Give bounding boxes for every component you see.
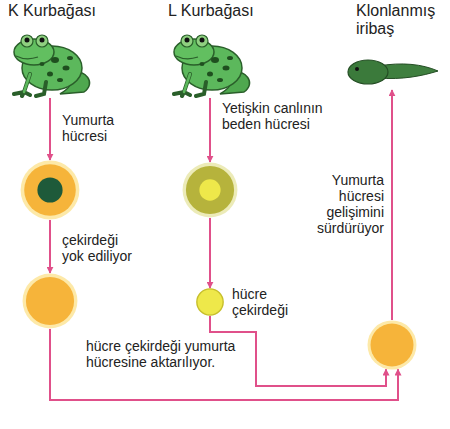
frog-l: L Kurbağası: [160, 2, 260, 98]
tadpole: Klonlanmış iribaş: [342, 2, 442, 90]
cell-picture: [182, 162, 238, 218]
process-arrow: [391, 90, 393, 320]
process-arrow: [49, 220, 51, 273]
organism-label: K Kurbağası: [0, 2, 100, 20]
clone-egg: [367, 320, 417, 370]
organism-label: Klonlanmış iribaş: [342, 2, 442, 38]
step-label: Yumurta hücresi gelişimini sürdürüyor: [292, 172, 384, 236]
frog-illustration: [0, 22, 100, 98]
cell-picture: [20, 160, 80, 220]
frog-illustration: [160, 22, 260, 98]
cell-picture: [22, 273, 78, 329]
enucleated-egg: [22, 273, 78, 329]
process-arrow: [209, 218, 211, 288]
process-arrow: [210, 316, 386, 386]
process-arrow: [209, 98, 211, 162]
cell-nucleus: hücre çekirdeği: [196, 288, 224, 316]
process-arrow: [50, 329, 398, 400]
step-label: Yetişkin canlının beden hücresi: [222, 100, 332, 132]
body-cell: [182, 162, 238, 218]
step-label: hücre çekirdeği yumurta hücresine aktarı…: [86, 338, 236, 370]
tadpole-illustration: [342, 54, 442, 90]
organism-label: L Kurbağası: [160, 2, 260, 20]
egg-cell: [20, 160, 80, 220]
process-arrow: [49, 98, 51, 160]
step-label: Yumurta hücresi: [62, 112, 142, 144]
frog-k: K Kurbağası: [0, 2, 100, 98]
step-label: çekirdeği yok ediliyor: [62, 232, 142, 264]
cell-picture: [196, 288, 224, 316]
cell-picture: [367, 320, 417, 370]
cell-label: hücre çekirdeği: [232, 286, 312, 318]
